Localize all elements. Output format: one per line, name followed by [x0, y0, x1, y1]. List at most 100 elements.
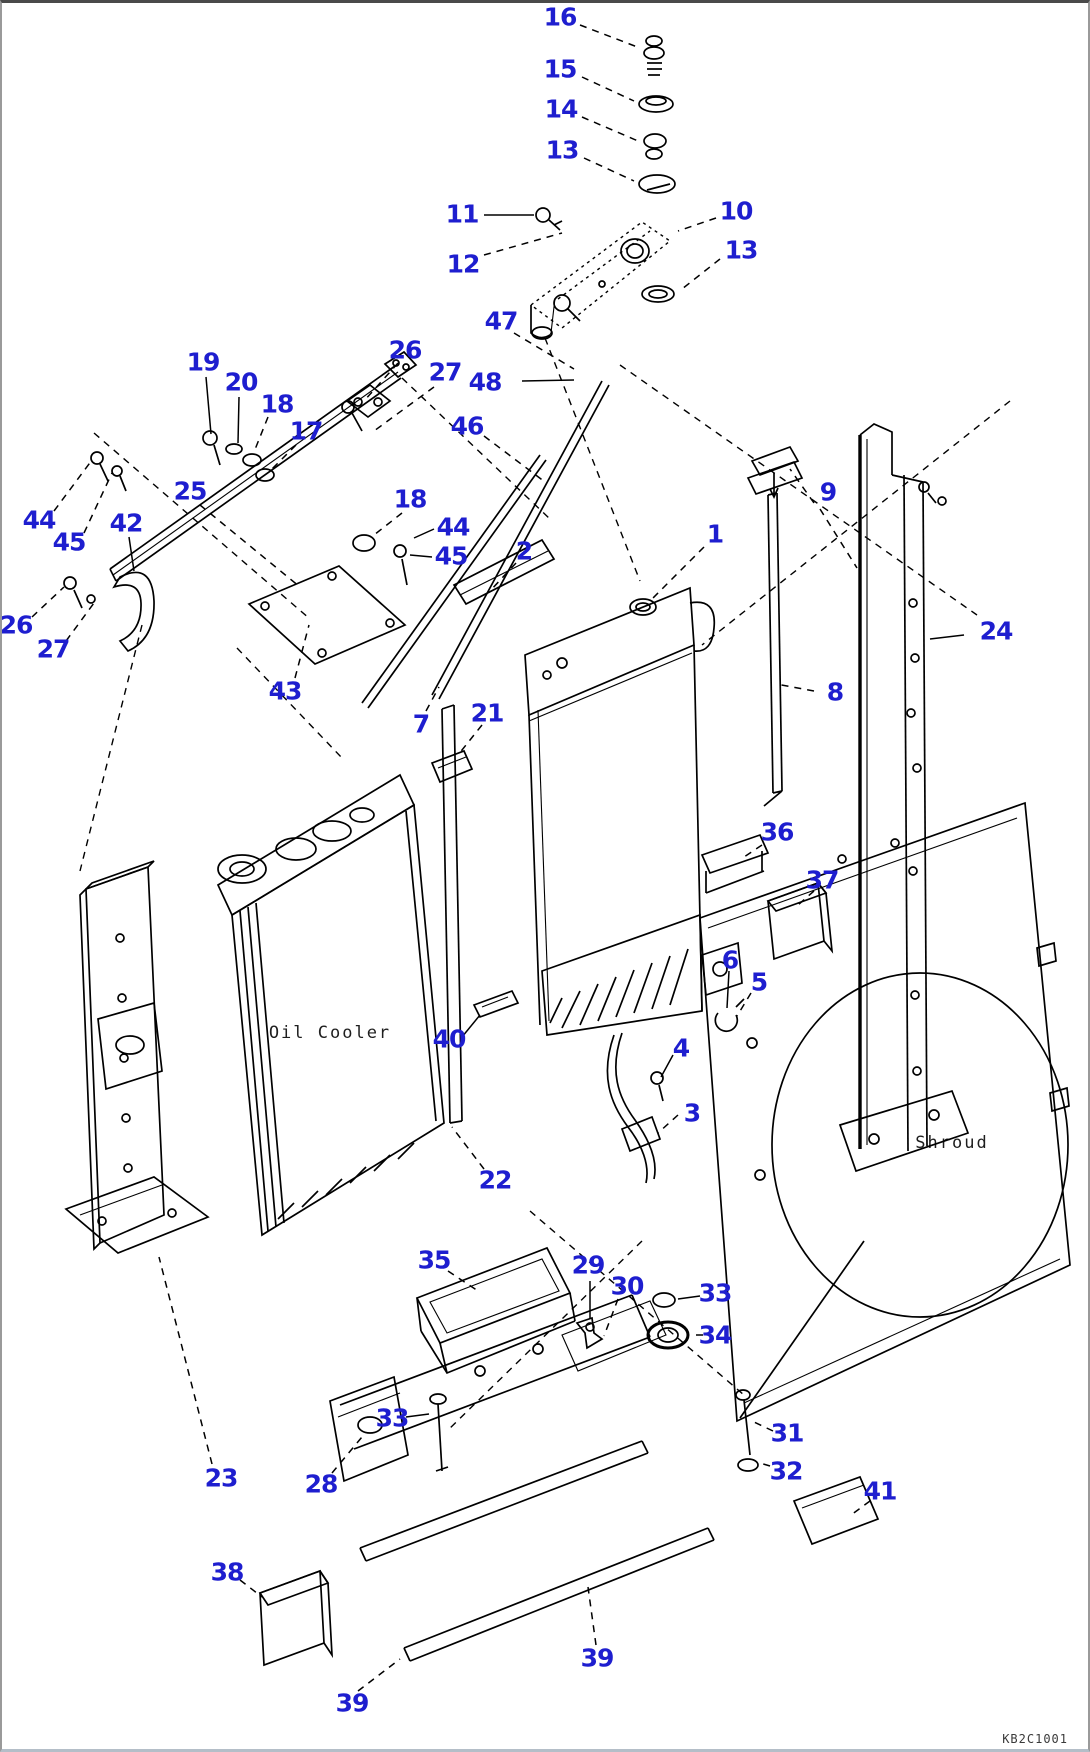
part-strip-22 — [441, 704, 463, 1124]
part-bolt-33b — [429, 1393, 449, 1472]
callout-26: 26 — [0, 610, 33, 640]
part-top-strap-10 — [529, 221, 672, 340]
part-shroud — [699, 801, 1071, 1423]
part-bolt-4 — [650, 1071, 664, 1102]
part-fasteners-mid — [352, 534, 408, 586]
part-bracket-40 — [472, 989, 520, 1019]
part-bolt-47 — [546, 294, 581, 340]
callout-13: 13 — [724, 235, 759, 265]
part-bracket-48 — [341, 383, 392, 432]
callout-39: 39 — [580, 1643, 615, 1673]
callout-5: 5 — [750, 967, 768, 997]
callout-45: 45 — [52, 527, 87, 557]
drawing-text-oil-cooler: Oil Cooler — [268, 1023, 392, 1043]
part-bracket-9 — [746, 445, 804, 499]
callout-4: 4 — [672, 1033, 690, 1063]
part-drawings — [63, 35, 1071, 1667]
part-strip-8 — [763, 492, 783, 807]
callout-6: 6 — [721, 945, 739, 975]
callout-33: 33 — [375, 1403, 410, 1433]
part-sleeve-21 — [430, 749, 474, 784]
part-plate-43 — [247, 565, 407, 665]
callout-35: 35 — [417, 1245, 452, 1275]
part-clip-29-30 — [575, 1316, 604, 1350]
diagram-line-art — [31, 24, 1071, 1692]
callout-43: 43 — [268, 676, 303, 706]
part-hook-42 — [112, 571, 155, 653]
callout-47: 47 — [484, 306, 519, 336]
callout-1: 1 — [706, 519, 724, 549]
drawing-text-shroud: Shroud — [915, 1133, 989, 1153]
part-block-38 — [258, 1569, 334, 1667]
figure-code: KB2C1001 — [1002, 1732, 1068, 1746]
callout-15: 15 — [543, 54, 578, 84]
callout-27: 27 — [428, 357, 463, 387]
callout-32: 32 — [769, 1456, 804, 1486]
callout-26: 26 — [388, 335, 423, 365]
part-bolt-31-32 — [735, 1389, 759, 1472]
callout-24: 24 — [979, 616, 1014, 646]
part-rod-46 — [431, 380, 610, 700]
callout-44: 44 — [22, 505, 57, 535]
part-hose-3 — [606, 1032, 662, 1184]
callout-29: 29 — [571, 1250, 606, 1280]
callout-16: 16 — [543, 2, 578, 32]
callout-48: 48 — [468, 367, 503, 397]
part-saddle-36 — [700, 833, 770, 894]
callout-38: 38 — [210, 1557, 245, 1587]
callout-37: 37 — [805, 865, 840, 895]
part-bolts-44-45-left — [90, 451, 127, 492]
callout-22: 22 — [478, 1165, 513, 1195]
leader-lines — [31, 24, 965, 1692]
callout-46: 46 — [450, 411, 485, 441]
construction-lines — [79, 337, 1011, 1432]
part-grommet-34 — [646, 1320, 690, 1350]
callout-3: 3 — [683, 1098, 701, 1128]
part-oil-cooler — [216, 773, 445, 1237]
callout-28: 28 — [304, 1469, 339, 1499]
part-frame-beam — [109, 350, 418, 582]
callout-7: 7 — [412, 709, 430, 739]
part-ring-33 — [652, 1292, 676, 1308]
callout-39: 39 — [335, 1688, 370, 1718]
callout-42: 42 — [109, 508, 144, 538]
part-support-28 — [329, 1294, 667, 1483]
part-clamp-5-6 — [714, 998, 745, 1032]
callout-41: 41 — [863, 1476, 898, 1506]
callout-40: 40 — [432, 1024, 467, 1054]
callout-8: 8 — [826, 677, 844, 707]
part-bar-39a — [359, 1440, 649, 1562]
callout-27: 27 — [36, 634, 71, 664]
part-bar-39b — [403, 1527, 715, 1662]
callout-31: 31 — [770, 1418, 805, 1448]
callout-34: 34 — [698, 1320, 733, 1350]
part-radiator-1 — [524, 586, 716, 1036]
callout-21: 21 — [470, 698, 505, 728]
part-plate-41 — [792, 1475, 880, 1546]
callout-11: 11 — [445, 199, 480, 229]
callout-36: 36 — [760, 817, 795, 847]
part-bolt-11 — [535, 207, 563, 231]
callout-18: 18 — [260, 389, 295, 419]
part-bolts-26-27-left — [63, 576, 96, 609]
callout-44: 44 — [436, 512, 471, 542]
callout-23: 23 — [204, 1463, 239, 1493]
part-radiator-cap-stack — [638, 35, 676, 303]
callout-19: 19 — [186, 347, 221, 377]
callout-10: 10 — [719, 196, 754, 226]
callout-12: 12 — [446, 249, 481, 279]
callout-33: 33 — [698, 1278, 733, 1308]
callout-17: 17 — [289, 416, 324, 446]
part-panel-24 — [838, 423, 970, 1173]
callout-2: 2 — [515, 536, 533, 566]
callout-45: 45 — [434, 541, 469, 571]
callout-18: 18 — [393, 484, 428, 514]
callout-9: 9 — [819, 477, 837, 507]
callout-30: 30 — [610, 1271, 645, 1301]
part-channel-2 — [452, 538, 556, 606]
callout-25: 25 — [173, 476, 208, 506]
part-box-35 — [415, 1246, 576, 1375]
callout-20: 20 — [224, 367, 259, 397]
part-post-23 — [64, 860, 210, 1254]
